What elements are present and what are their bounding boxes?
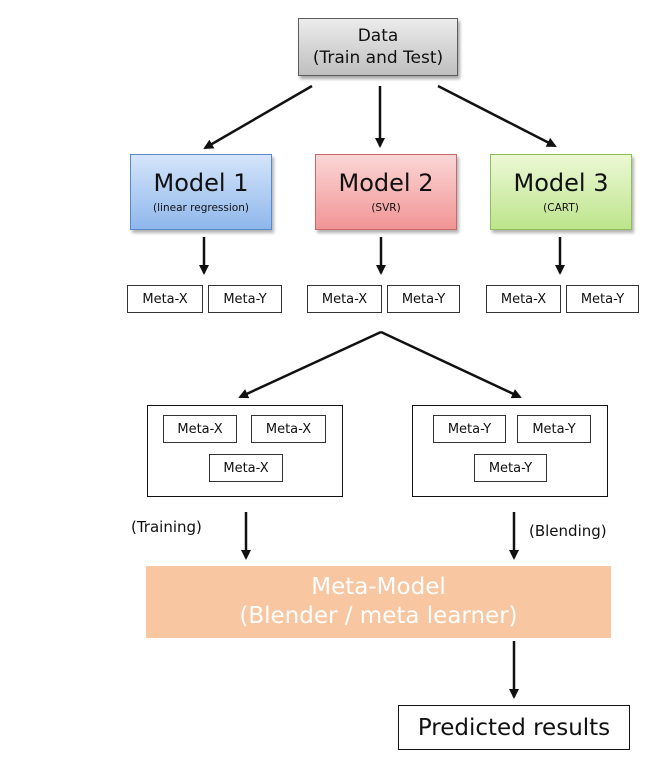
- group-meta-y-2: Meta-Y: [517, 415, 591, 443]
- meta-y-group: Meta-Y Meta-Y Meta-Y: [412, 405, 608, 497]
- model-3-title: Model 3: [513, 169, 609, 197]
- arrow-split-to-x-group: [238, 330, 382, 399]
- group-meta-x-3: Meta-X: [209, 454, 283, 482]
- model-2-subtitle: (SVR): [371, 202, 401, 214]
- group-meta-y-3: Meta-Y: [474, 454, 547, 482]
- group-meta-x-1: Meta-X: [163, 415, 237, 443]
- group-meta-x-2: Meta-X: [251, 415, 326, 443]
- group-meta-y-1: Meta-Y: [433, 415, 506, 443]
- model-1-meta-x: Meta-X: [127, 285, 203, 313]
- predicted-results-label: Predicted results: [417, 714, 611, 741]
- model-2-meta-y: Meta-Y: [387, 285, 460, 313]
- model-1-node: Model 1 (linear regression): [130, 154, 272, 230]
- model-3-node: Model 3 (CART): [490, 154, 632, 230]
- blending-label: (Blending): [529, 522, 607, 540]
- model-1-subtitle: (linear regression): [153, 202, 249, 214]
- meta-x-group: Meta-X Meta-X Meta-X: [147, 405, 343, 497]
- model-2-node: Model 2 (SVR): [315, 154, 457, 230]
- model-3-meta-y: Meta-Y: [566, 285, 639, 313]
- data-node-subtitle: (Train and Test): [312, 48, 444, 68]
- model-3-meta-x: Meta-X: [486, 285, 561, 313]
- training-label: (Training): [131, 518, 202, 536]
- meta-model-title: Meta-Model: [311, 574, 446, 600]
- meta-model-node: Meta-Model (Blender / meta learner): [146, 566, 611, 638]
- model-1-meta-y: Meta-Y: [208, 285, 282, 313]
- meta-model-subtitle: (Blender / meta learner): [239, 603, 518, 629]
- data-node: Data (Train and Test): [298, 18, 458, 76]
- model-3-subtitle: (CART): [543, 202, 579, 214]
- model-2-meta-x: Meta-X: [307, 285, 382, 313]
- model-2-title: Model 2: [338, 169, 434, 197]
- arrow-data-to-model1: [203, 84, 313, 150]
- arrow-data-to-model3: [437, 84, 557, 148]
- predicted-results-node: Predicted results: [398, 705, 630, 750]
- arrow-split-to-y-group: [380, 330, 522, 399]
- data-node-title: Data: [357, 26, 399, 46]
- model-1-title: Model 1: [153, 169, 249, 197]
